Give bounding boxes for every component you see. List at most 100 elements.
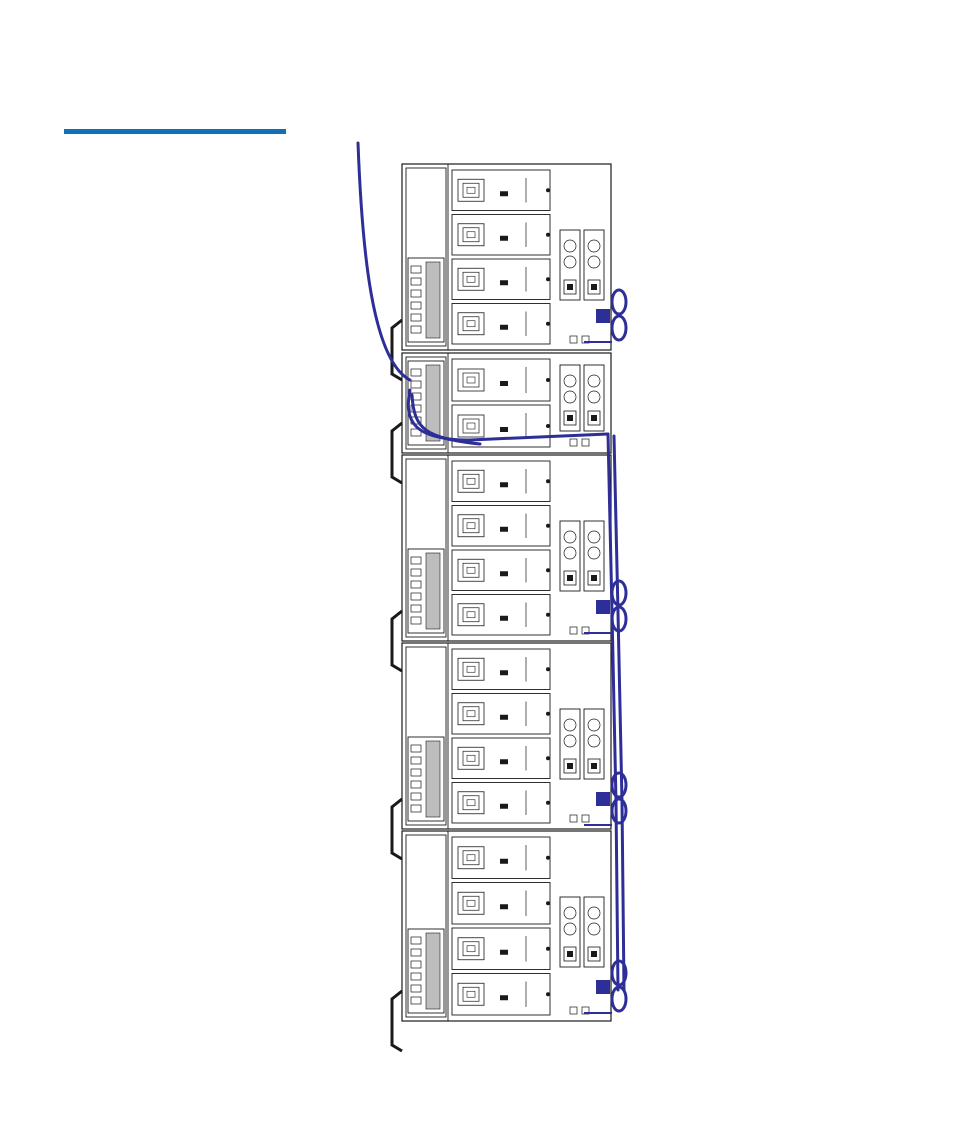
sled-label-chip xyxy=(500,904,508,909)
psu-socket-pins xyxy=(591,284,597,290)
port-icon xyxy=(411,617,421,624)
fan-inner xyxy=(463,474,479,488)
sled-screw xyxy=(546,524,550,528)
fan-grille-icon xyxy=(458,938,484,960)
sled-label-chip xyxy=(500,804,508,809)
module-expansion xyxy=(392,455,611,671)
port-icon xyxy=(411,369,421,376)
port-icon xyxy=(411,937,421,944)
sled-label-chip xyxy=(500,527,508,532)
port-icon xyxy=(411,781,421,788)
drive-sled-icon xyxy=(452,595,550,636)
fan-inner xyxy=(463,796,479,810)
drive-sled-icon xyxy=(452,738,550,779)
rack-handle xyxy=(392,611,402,671)
cable-loop xyxy=(612,773,626,797)
fan-grille-icon xyxy=(458,268,484,290)
controller-blade xyxy=(408,929,444,1013)
terminator-port xyxy=(570,627,577,634)
sled-screw xyxy=(546,568,550,572)
module-expansion xyxy=(392,831,611,1051)
power-supply-icon xyxy=(560,897,580,967)
drive-sled-icon xyxy=(452,170,550,211)
power-supply-icon xyxy=(584,897,604,967)
rack-handle xyxy=(392,991,402,1051)
sled-label-chip xyxy=(500,280,508,285)
fan-grille-icon xyxy=(458,313,484,335)
port-icon xyxy=(411,997,421,1004)
sled-screw xyxy=(546,378,550,382)
sled-label-chip xyxy=(500,325,508,330)
port-icon xyxy=(411,381,421,388)
fan-grille-icon xyxy=(458,470,484,492)
port-icon xyxy=(411,278,421,285)
fan-inner xyxy=(463,662,479,676)
sled-label-chip xyxy=(500,759,508,764)
port-icon xyxy=(411,805,421,812)
drive-sled-icon xyxy=(452,359,550,401)
blade-vent xyxy=(426,933,440,1009)
sled-label-chip xyxy=(500,191,508,196)
drive-sled-icon xyxy=(452,550,550,591)
port-icon xyxy=(411,302,421,309)
port-icon xyxy=(411,557,421,564)
psu-socket-pins xyxy=(591,415,597,421)
blade-vent xyxy=(426,741,440,817)
rack-handle xyxy=(392,423,402,483)
sled-screw xyxy=(546,479,550,483)
module-expansion xyxy=(392,164,611,380)
fan-inner xyxy=(463,317,479,331)
port-icon xyxy=(411,757,421,764)
fan-inner xyxy=(463,942,479,956)
blade-vent xyxy=(426,262,440,338)
fan-grille-icon xyxy=(458,559,484,581)
fan-grille-icon xyxy=(458,983,484,1005)
fan-inner xyxy=(463,608,479,622)
fan-grille-icon xyxy=(458,892,484,914)
drive-sled-icon xyxy=(452,974,550,1016)
sled-screw xyxy=(546,901,550,905)
drive-sled-icon xyxy=(452,783,550,824)
port-icon xyxy=(411,581,421,588)
port-icon xyxy=(411,961,421,968)
power-supply-icon xyxy=(584,709,604,779)
port-icon xyxy=(411,266,421,273)
terminator-port xyxy=(570,336,577,343)
sled-label-chip xyxy=(500,995,508,1000)
fan-inner xyxy=(463,183,479,197)
terminator-port xyxy=(570,1007,577,1014)
port-icon xyxy=(411,569,421,576)
controller-blade xyxy=(408,549,444,633)
sled-label-chip xyxy=(500,859,508,864)
module-expansion xyxy=(392,643,611,859)
power-supply-icon xyxy=(560,230,580,300)
sled-label-chip xyxy=(500,236,508,241)
cable-loop xyxy=(612,290,626,314)
terminator-port xyxy=(570,815,577,822)
terminator-port xyxy=(570,439,577,446)
fan-inner xyxy=(463,707,479,721)
psu-socket-pins xyxy=(567,763,573,769)
power-supply-icon xyxy=(560,365,580,431)
blade-vent xyxy=(426,553,440,629)
fan-grille-icon xyxy=(458,658,484,680)
sled-label-chip xyxy=(500,670,508,675)
port-icon xyxy=(411,593,421,600)
port-icon xyxy=(411,605,421,612)
cable-loop xyxy=(612,799,626,823)
psu-socket-pins xyxy=(591,763,597,769)
fan-inner xyxy=(463,563,479,577)
drive-sled-icon xyxy=(452,837,550,879)
module-stack xyxy=(392,164,611,1051)
drive-sled-icon xyxy=(452,304,550,345)
fan-grille-icon xyxy=(458,179,484,201)
power-supply-icon xyxy=(584,365,604,431)
port-icon xyxy=(411,290,421,297)
drive-sled-icon xyxy=(452,928,550,970)
sled-label-chip xyxy=(500,427,508,432)
drive-sled-icon xyxy=(452,883,550,925)
fan-inner xyxy=(463,519,479,533)
blade-vent xyxy=(426,365,440,441)
fan-grille-icon xyxy=(458,792,484,814)
terminator-port xyxy=(582,815,589,822)
